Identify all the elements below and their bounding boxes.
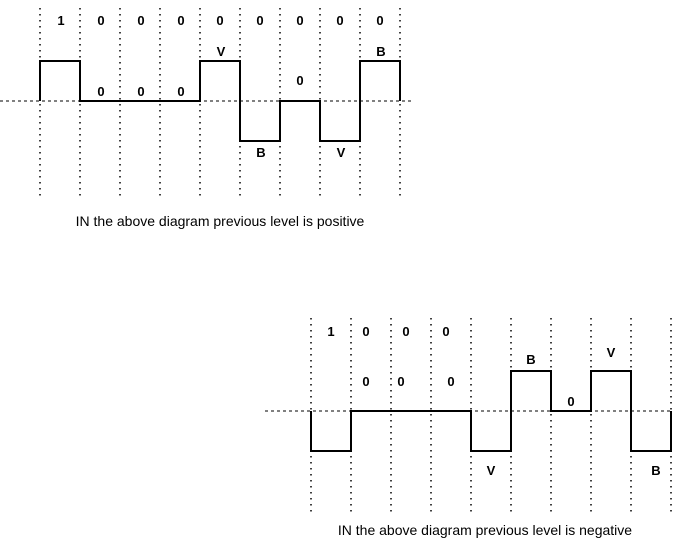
- pulse-label: 0: [296, 73, 303, 88]
- pulse-label: B: [376, 44, 385, 59]
- pulse-label: 0: [177, 84, 184, 99]
- pulse-label: 0: [137, 84, 144, 99]
- bit-label: 0: [402, 324, 409, 339]
- bit-label: 1: [57, 13, 64, 28]
- caption-previous-negative: IN the above diagram previous level is n…: [338, 522, 632, 538]
- pulse-label: 0: [362, 374, 369, 389]
- pulse-label: 0: [397, 374, 404, 389]
- bit-label: 0: [97, 13, 104, 28]
- hdb3-waveform: [39, 60, 401, 142]
- pulse-label: 0: [567, 394, 574, 409]
- bit-label: 0: [336, 13, 343, 28]
- pulse-label: V: [337, 145, 346, 160]
- pulse-label: 0: [447, 374, 454, 389]
- bit-label: 0: [137, 13, 144, 28]
- pulse-label: 0: [97, 84, 104, 99]
- bit-label: 0: [442, 324, 449, 339]
- bit-label: 1: [327, 324, 334, 339]
- pulse-label: V: [487, 463, 496, 478]
- hdb3-waveform: [310, 370, 672, 452]
- pulse-label: V: [217, 44, 226, 59]
- pulse-label: B: [526, 352, 535, 367]
- bit-label: 0: [362, 324, 369, 339]
- bit-label: 0: [256, 13, 263, 28]
- pulse-label: B: [256, 145, 265, 160]
- bit-label: 0: [216, 13, 223, 28]
- pulse-label: B: [651, 463, 660, 478]
- pulse-label: V: [607, 345, 616, 360]
- bit-label: 0: [376, 13, 383, 28]
- bit-label: 0: [177, 13, 184, 28]
- caption-previous-positive: IN the above diagram previous level is p…: [76, 213, 365, 229]
- bit-label: 0: [296, 13, 303, 28]
